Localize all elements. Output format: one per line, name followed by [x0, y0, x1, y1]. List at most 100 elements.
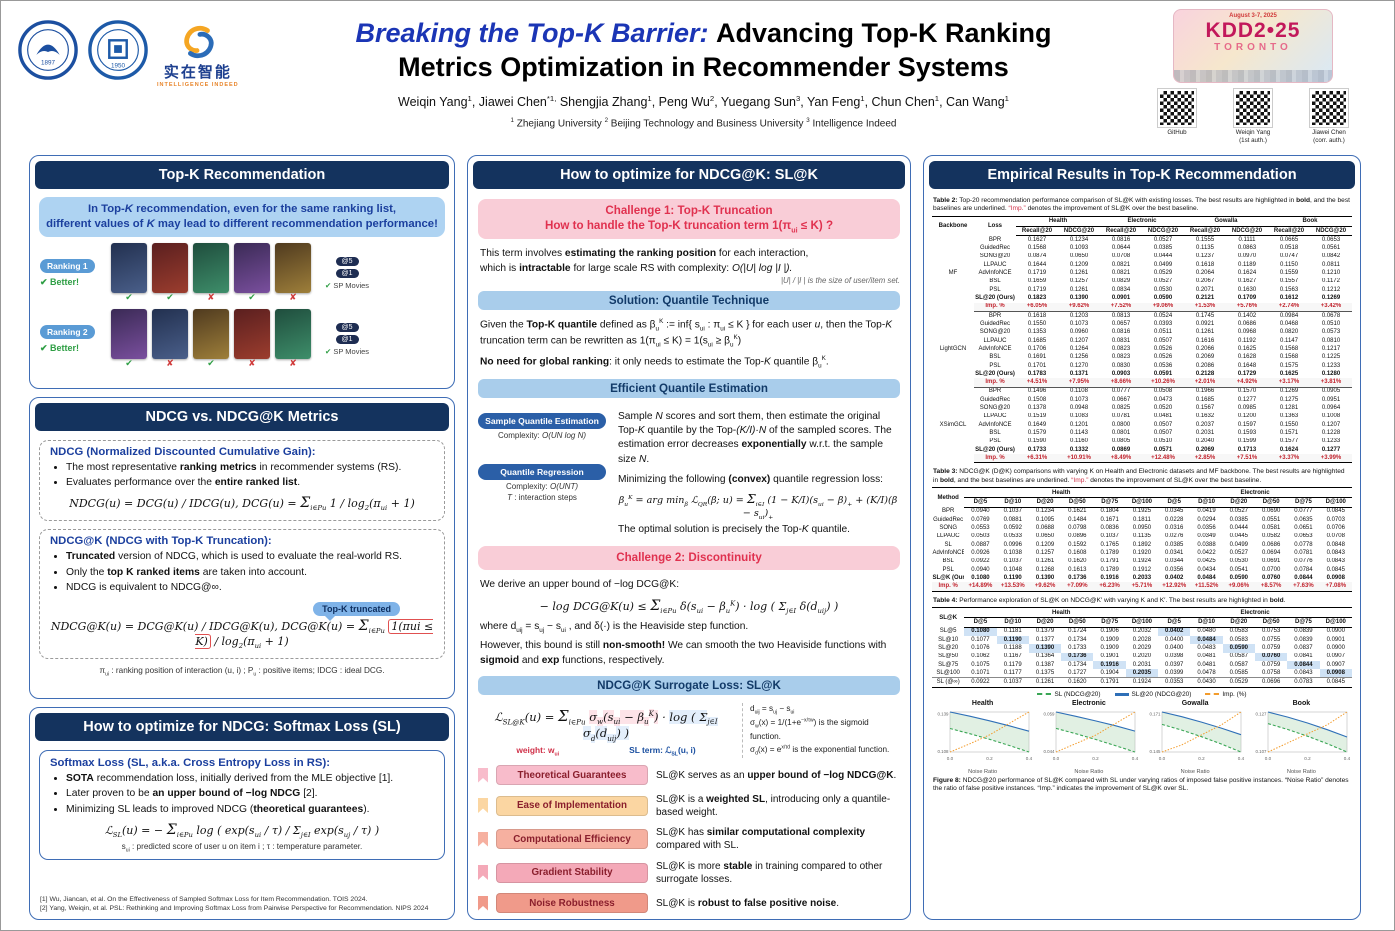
reference-2: [2] Yang, Weiqin, et al. PSL: Rethinking… [40, 904, 429, 912]
table-row: Imp. %+6.31%+10.91%+8.49%+12.48%+2.85%+7… [932, 454, 1352, 464]
svg-text:0.044: 0.044 [1043, 749, 1055, 754]
table2-caption: Table 2: Top-20 recommendation performan… [933, 196, 1350, 213]
authors-line: Weiqin Yang1, Jiawei Chen*1, Shengjia Zh… [398, 93, 1009, 109]
table-row: Imp. %+6.05%+9.62%+7.52%+9.06%+1.53%+5.7… [932, 302, 1352, 312]
quantile-regression-formula: βuK = arg minβ ℒQR(β; u) = Σi∈I (1 − K/I… [618, 491, 898, 522]
reference-1: [1] Wu, Jiancan, et al. On the Effective… [40, 895, 368, 903]
ndcgk-bullet: Only the top K ranked items are taken in… [66, 566, 434, 581]
ranking-row-1: Ranking 1 ✔ Better! ✔ ✔ ✘ ✔ ✘ @5 @1 [40, 243, 444, 303]
ndcgk-definition-box: NDCG@K (NDCG with Top-K Truncation): Tru… [39, 529, 445, 660]
ndcg-bullet: The most representative ranking metrics … [66, 461, 434, 476]
section-header-empirical-results: Empirical Results in Top-K Recommendatio… [929, 160, 1355, 189]
qr-steps-note: T : interaction steps [507, 492, 577, 502]
ndcg-definition-box: NDCG (Normalized Discounted Cumulative G… [39, 439, 445, 522]
better-label: ✔ Better! [40, 342, 80, 353]
poster-header: 1897 1950 实在智能 INTELLIGENCE INDEED [1, 1, 1394, 149]
weight-annotation: weight: wui [516, 744, 560, 758]
table-row: Imp. %+4.51%+7.95%+8.66%+10.26%+2.01%+4.… [932, 378, 1352, 388]
poster-title-line2: Metrics Optimization in Recommender Syst… [398, 51, 1009, 82]
property-pill: Computational Efficiency [496, 829, 648, 849]
quantile-estimation-grid: Sample Quantile Estimation Complexity: O… [478, 408, 900, 540]
topk-recommendation-panel: Top-K Recommendation In Top-K recommenda… [29, 154, 455, 389]
property-pill: Gradient Stability [496, 862, 648, 883]
movie-poster [152, 243, 188, 294]
challenge2-intro: We derive an upper bound of −log DCG@K: [480, 579, 680, 591]
bookmark-icon [478, 767, 488, 783]
slk-formula-block: ℒSL@K(u) = Σi∈Pu σw(sui − βuK) · log ( Σ… [478, 702, 900, 758]
heaviside-note: where duij = suj − sui , and δ(·) is the… [480, 620, 749, 634]
ndcg-formula: NDCG(u) = DCG(u) / IDCG(u), DCG(u) = Σi∈… [69, 495, 415, 513]
bookmark-icon [478, 831, 488, 847]
movie-poster [111, 309, 147, 360]
sl-term-annotation: SL term: ℒSL(u, i) [629, 744, 696, 758]
svg-text:0.2: 0.2 [1305, 756, 1312, 761]
middle-column: How to optimize for NDCG@K: SL@K Challen… [467, 154, 911, 920]
qr-code-icon [1157, 88, 1197, 128]
svg-text:0.127: 0.127 [1256, 711, 1268, 716]
columns: Top-K Recommendation In Top-K recommenda… [1, 149, 1394, 930]
table3-caption: Table 3: NDCG@K (D@K) comparisons with v… [933, 468, 1345, 484]
svg-text:0.4: 0.4 [1025, 756, 1032, 761]
kdd-skyline-graphic [1174, 70, 1332, 82]
legend-imp: Imp. (%) [1205, 691, 1247, 698]
topk-badge: @1 [335, 268, 359, 278]
section-header-slk: How to optimize for NDCG@K: SL@K [473, 160, 905, 189]
figure8-block: SL (NDCG@20) SL@20 (NDCG@20) Imp. (%) He… [932, 691, 1352, 794]
empirical-results-panel: Empirical Results in Top-K Recommendatio… [923, 154, 1361, 920]
movie-poster [275, 309, 311, 360]
slk-definitions: duij = suj − sui σw(x) = 1/(1+e−x/τw) is… [742, 702, 900, 758]
kdd-2025-badge: August 3-7, 2025 KDD2•25 TORONTO [1173, 9, 1333, 83]
table-row: SL@K (Ours)0.10800.11900.13900.17360.191… [932, 574, 1345, 581]
property-noise-robustness: Noise Robustness SL@K is robust to false… [478, 893, 900, 913]
qr-code-icon [1233, 88, 1273, 128]
legend-sl: SL (NDCG@20) [1037, 691, 1101, 698]
slk-method-panel: How to optimize for NDCG@K: SL@K Challen… [467, 154, 911, 920]
qr-paragraph: Minimizing the following (convex) quanti… [618, 474, 884, 486]
qr-optimal-note: The optimal solution is precisely the To… [618, 524, 850, 536]
right-column: Empirical Results in Top-K Recommendatio… [923, 154, 1361, 920]
property-gradient-stability: Gradient Stability SL@K is more stable i… [478, 860, 900, 886]
challenge1-paragraph: This term involves estimating the rankin… [480, 248, 809, 274]
ranking1-label: Ranking 1 [40, 258, 95, 273]
solution-quantile-bar: Solution: Quantile Technique [478, 291, 900, 311]
bookmark-icon [478, 798, 488, 813]
left-column: Top-K Recommendation In Top-K recommenda… [29, 154, 455, 920]
kdd-date: August 3-7, 2025 [1229, 13, 1277, 19]
legend-line-icon [1205, 693, 1220, 696]
property-computational-efficiency: Computational Efficiency SL@K has simila… [478, 826, 900, 852]
ndcg-box-title: NDCG (Normalized Discounted Cumulative G… [50, 445, 316, 458]
sl-formula: ℒSL(u) = − Σi∈Pu log ( exp(sui / τ) / Σj… [104, 821, 380, 839]
title-block: Breaking the Top-K Barrier: Advancing To… [287, 9, 1120, 149]
topk-truncated-callout: Top-K truncated [313, 602, 400, 622]
svg-text:0.171: 0.171 [1150, 711, 1162, 716]
movie-poster [152, 309, 188, 360]
qr-complexity: Complexity: O(UNT) [505, 481, 578, 491]
intelligence-indeed-icon [184, 25, 214, 59]
svg-text:0.0: 0.0 [1265, 756, 1272, 761]
svg-text:0.2: 0.2 [986, 756, 993, 761]
references: [1] Wu, Jiancan, et al. On the Effective… [40, 895, 444, 913]
figure8-caption: Figure 8: NDCG@20 performance of SL@K co… [933, 776, 1349, 793]
btbu-logo: 1950 [87, 19, 149, 86]
sp-movies-label: ✔ SP Movies [324, 280, 370, 290]
movie-poster [234, 309, 270, 360]
